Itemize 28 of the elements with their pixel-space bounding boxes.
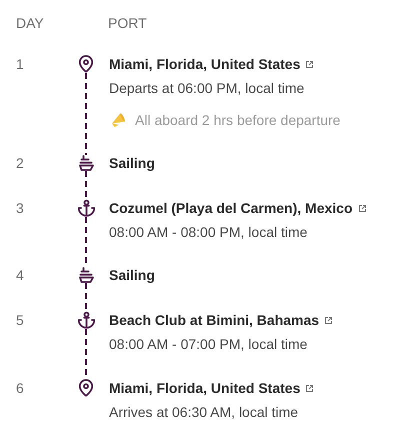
- ship-icon: [78, 155, 94, 171]
- port-name: Miami, Florida, United States: [109, 55, 300, 74]
- column-header: PORT: [108, 14, 147, 33]
- time-text: 08:00 AM - 07:00 PM, local time: [109, 335, 308, 354]
- column-header: DAY: [16, 14, 44, 33]
- dashed-line: [85, 171, 87, 199]
- day-number: 2: [16, 154, 24, 173]
- map-pin-icon: [79, 55, 93, 73]
- day-number: 4: [16, 266, 24, 285]
- port-name: Miami, Florida, United States: [109, 379, 300, 398]
- day-number: 6: [16, 379, 24, 398]
- port-name: Beach Club at Bimini, Bahamas: [109, 311, 320, 330]
- dashed-line: [85, 283, 87, 311]
- map-pin-icon: [79, 379, 93, 397]
- time-text: Departs at 06:00 PM, local time: [109, 79, 304, 98]
- anchor-icon: [78, 311, 94, 329]
- anchor-icon: [78, 199, 94, 217]
- port-name: Sailing: [109, 154, 155, 173]
- day-number: 5: [16, 311, 24, 330]
- ship-icon: [78, 267, 94, 283]
- time-text: 08:00 AM - 08:00 PM, local time: [109, 223, 308, 242]
- time-text: Arrives at 06:30 AM, local time: [109, 403, 298, 422]
- port-name: Cozumel (Playa del Carmen), Mexico: [109, 199, 353, 218]
- day-number: 3: [16, 199, 24, 218]
- day-number: 1: [16, 55, 24, 74]
- dashed-line: [85, 73, 87, 155]
- all-aboard-note: All aboard 2 hrs before departure: [135, 111, 340, 130]
- port-name: Sailing: [109, 266, 155, 285]
